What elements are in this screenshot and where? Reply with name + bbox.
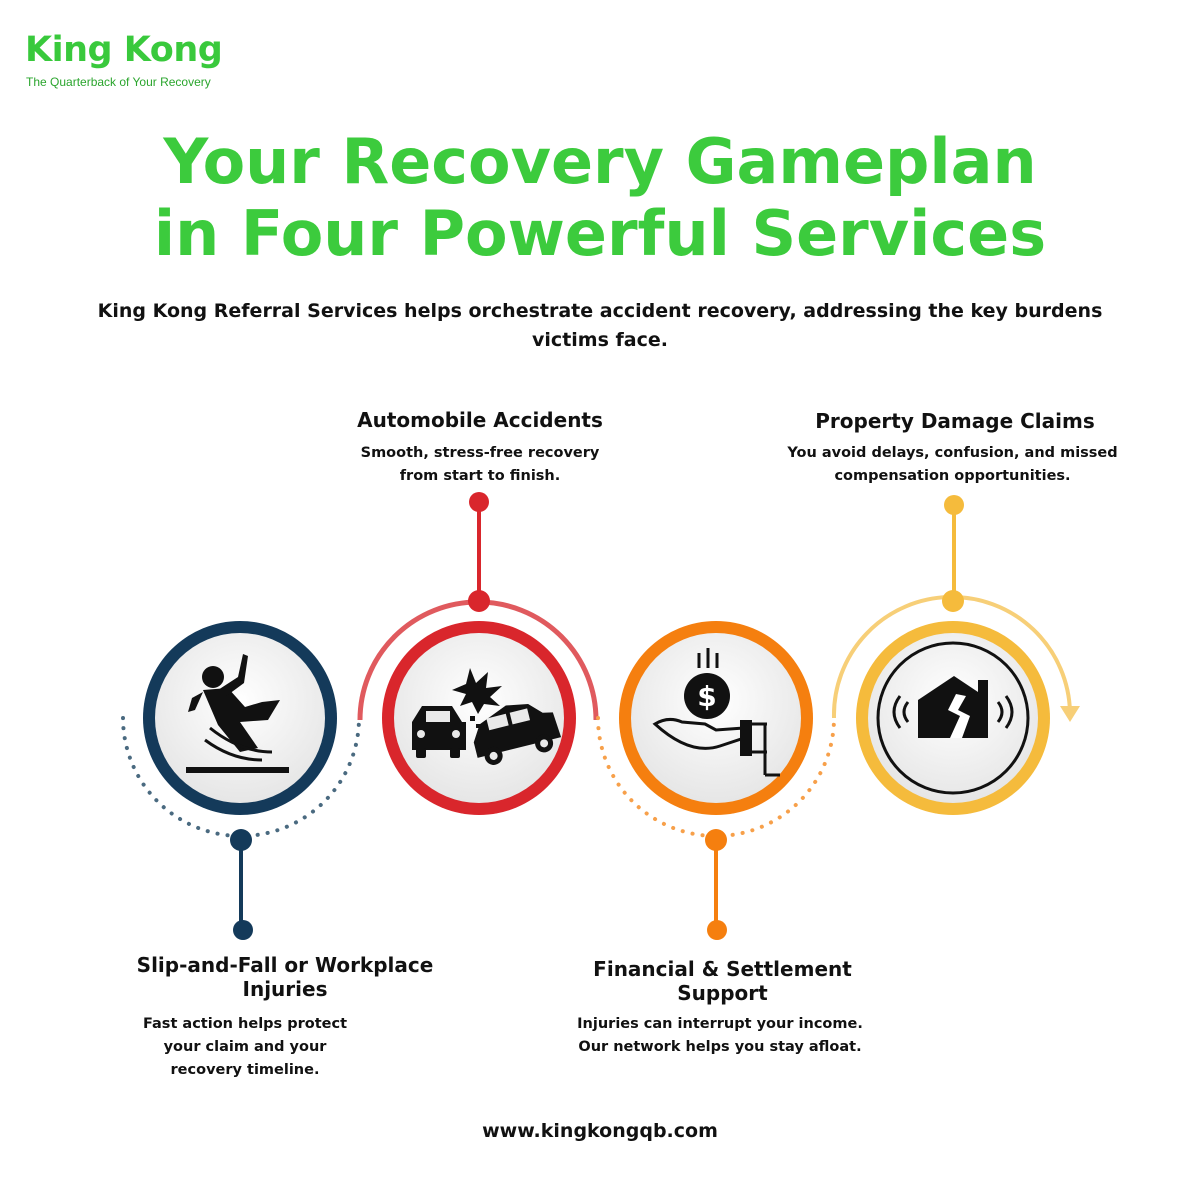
headline-line-1: Your Recovery Gameplan [163, 125, 1037, 198]
intro-text: King Kong Referral Services helps orches… [97, 300, 1103, 351]
service-title-property: Property Damage Claims [815, 409, 1095, 433]
svg-text:$: $ [697, 680, 716, 713]
gold-end-dot [944, 495, 964, 515]
damaged-house-node [831, 495, 1080, 815]
car-crash-node [357, 492, 599, 815]
service-desc-financial: Injuries can interrupt your income. Our … [577, 1016, 863, 1055]
service-title-financial: Financial & Settlement Support [593, 957, 852, 1005]
red-end-dot [469, 492, 489, 512]
slip-fall-icon [186, 654, 289, 773]
website-url[interactable]: www.kingkongqb.com [482, 1120, 718, 1142]
gold-connector-dot [942, 590, 964, 612]
navy-end-dot [233, 920, 253, 940]
damaged-house-icon [892, 676, 1014, 738]
red-connector-dot [468, 590, 490, 612]
service-desc-slip-fall: Fast action helps protect your claim and… [142, 1016, 348, 1078]
service-desc-property: You avoid delays, confusion, and missed … [787, 445, 1118, 484]
orange-connector-dot [705, 829, 727, 851]
money-hand-node: $ [596, 621, 836, 940]
orange-dotted-arc [596, 716, 836, 838]
orange-end-dot [707, 920, 727, 940]
gold-arc-arrow [1060, 706, 1080, 722]
brand-logo-text: King Kong [25, 30, 223, 70]
navy-connector-dot [230, 829, 252, 851]
headline-line-2: in Four Powerful Services [153, 197, 1047, 270]
car-crash-icon [412, 668, 562, 765]
brand-tagline: The Quarterback of Your Recovery [26, 75, 211, 89]
navy-dotted-arc [121, 716, 361, 838]
service-title-slip-fall: Slip-and-Fall or Workplace Injuries [136, 953, 434, 1001]
service-title-automobile: Automobile Accidents [357, 408, 603, 432]
service-desc-automobile: Smooth, stress-free recovery from start … [360, 445, 600, 484]
money-hand-icon: $ [652, 648, 780, 777]
slip-fall-node [121, 621, 361, 940]
